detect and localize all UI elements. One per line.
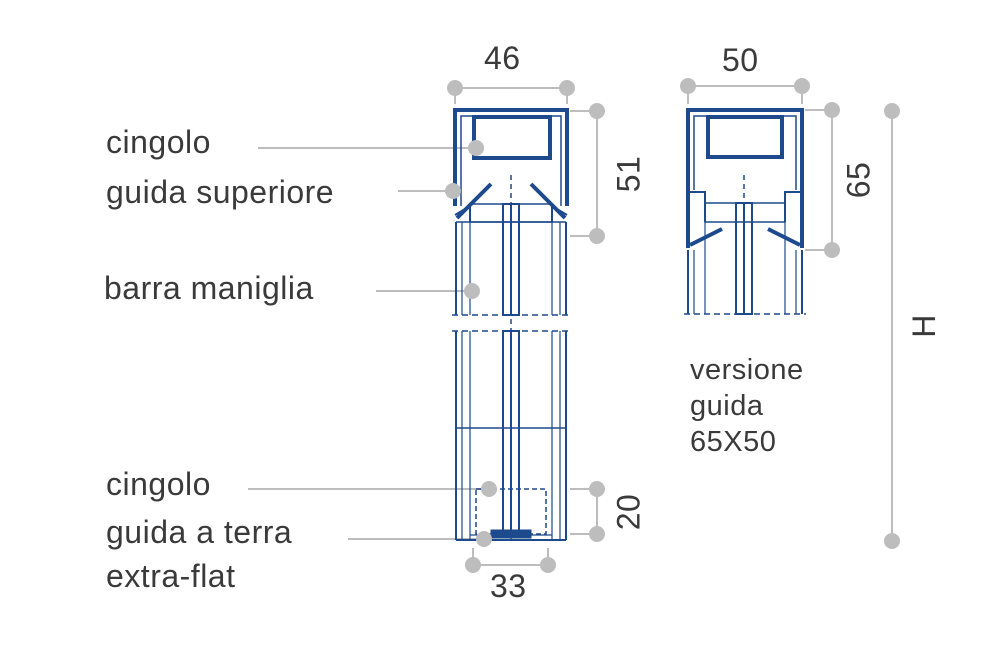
- right-profile: [684, 108, 806, 315]
- label-cingolo-top: cingolo: [106, 124, 211, 160]
- version-note-line1: versione: [690, 354, 804, 386]
- dim-height-20: 20: [610, 493, 647, 531]
- version-note-line2: guida: [690, 390, 764, 422]
- dim-height-51: 51: [610, 155, 647, 193]
- label-barra-maniglia: barra maniglia: [104, 270, 314, 306]
- dim-width-50: 50: [722, 42, 759, 78]
- marker-dots: [445, 78, 900, 573]
- dim-width-46: 46: [484, 40, 521, 76]
- left-profile: [452, 108, 570, 541]
- label-cingolo-bottom: cingolo: [106, 466, 211, 502]
- dim-height-65: 65: [840, 161, 877, 199]
- dim-total-height: H: [905, 314, 942, 338]
- dim-width-33: 33: [490, 568, 527, 604]
- label-guida-superiore: guida superiore: [106, 174, 335, 210]
- label-extra-flat: extra-flat: [106, 558, 236, 594]
- version-note-line3: 65X50: [690, 426, 777, 458]
- label-guida-terra: guida a terra: [106, 514, 293, 550]
